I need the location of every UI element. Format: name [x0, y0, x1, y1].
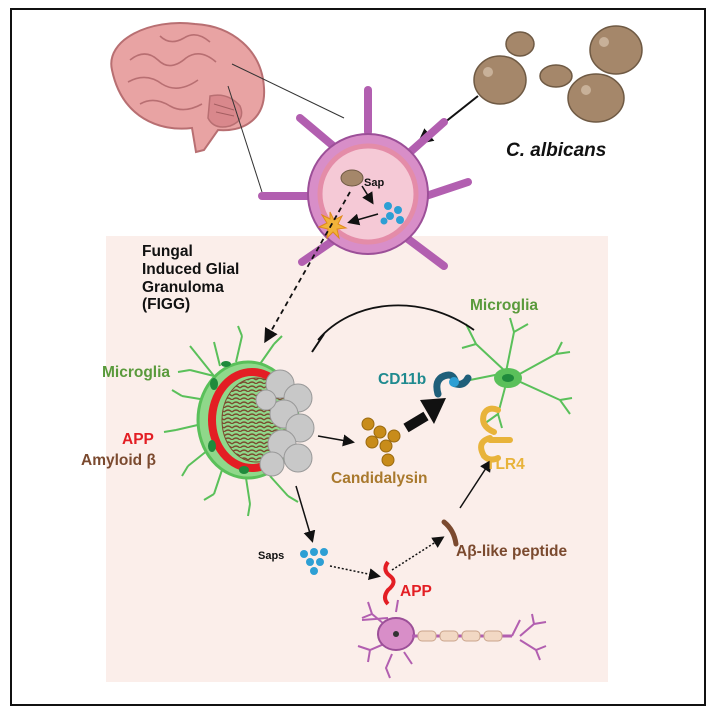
c-albicans-label: C. albicans — [506, 140, 607, 161]
saps-molecules — [300, 548, 328, 575]
neuron-illustration — [357, 599, 547, 679]
candidalysin-molecules — [361, 417, 401, 467]
zoom-line — [227, 85, 263, 193]
sap-label: Sap — [364, 177, 385, 189]
candida-albicans-cells — [473, 25, 643, 123]
figg-label-line1: Fungal — [142, 243, 193, 260]
cd11b-label: CD11b — [378, 371, 427, 388]
candidalysin-label: Candidalysin — [331, 470, 428, 487]
abeta-peptide — [441, 519, 459, 547]
cd11b-receptor — [433, 371, 472, 398]
figg-label-line3: Granuloma — [142, 278, 224, 296]
app-left-label: APP — [122, 431, 154, 448]
abeta-like-peptide-label: Aβ-like peptide — [456, 543, 568, 560]
right-microglia-cell — [461, 317, 573, 429]
figg-label-line2: Induced Glial — [142, 260, 240, 278]
microglia-left-label: Microglia — [102, 364, 171, 381]
app-protein — [383, 560, 396, 606]
tlr4-label: TLR4 — [486, 456, 525, 473]
zoom-line — [231, 63, 345, 119]
figg-label: Fungal Induced Glial Granuloma (FIGG) — [142, 243, 239, 314]
app-bottom-label: APP — [400, 583, 432, 600]
brain-tissue-panel — [106, 236, 608, 682]
to-candidalysin-arrow — [317, 434, 355, 447]
brain-illustration — [110, 22, 266, 154]
sap-penetration-dashed-arrow — [264, 191, 351, 344]
candidalysin-to-cd11b-arrow-shaft — [403, 411, 429, 433]
left-microglia-granuloma — [163, 325, 315, 517]
feedback-inhibition-arc — [317, 304, 475, 341]
saps-label: Saps — [258, 550, 285, 562]
amyloid-beta-label: Amyloid β — [81, 452, 156, 469]
blood-vessel — [258, 86, 472, 270]
inhibition-bar — [311, 333, 325, 353]
tlr4-receptor — [478, 405, 513, 463]
figg-label-line4: (FIGG) — [142, 296, 191, 314]
app-to-abeta-arrow — [391, 536, 445, 571]
candidalysin-to-cd11b-arrow-head — [420, 398, 446, 424]
abeta-to-tlr4-arrow — [459, 459, 492, 509]
to-saps-arrow — [295, 485, 316, 543]
microglia-right-label: Microglia — [470, 297, 539, 314]
saps-to-app-arrow — [329, 565, 381, 581]
